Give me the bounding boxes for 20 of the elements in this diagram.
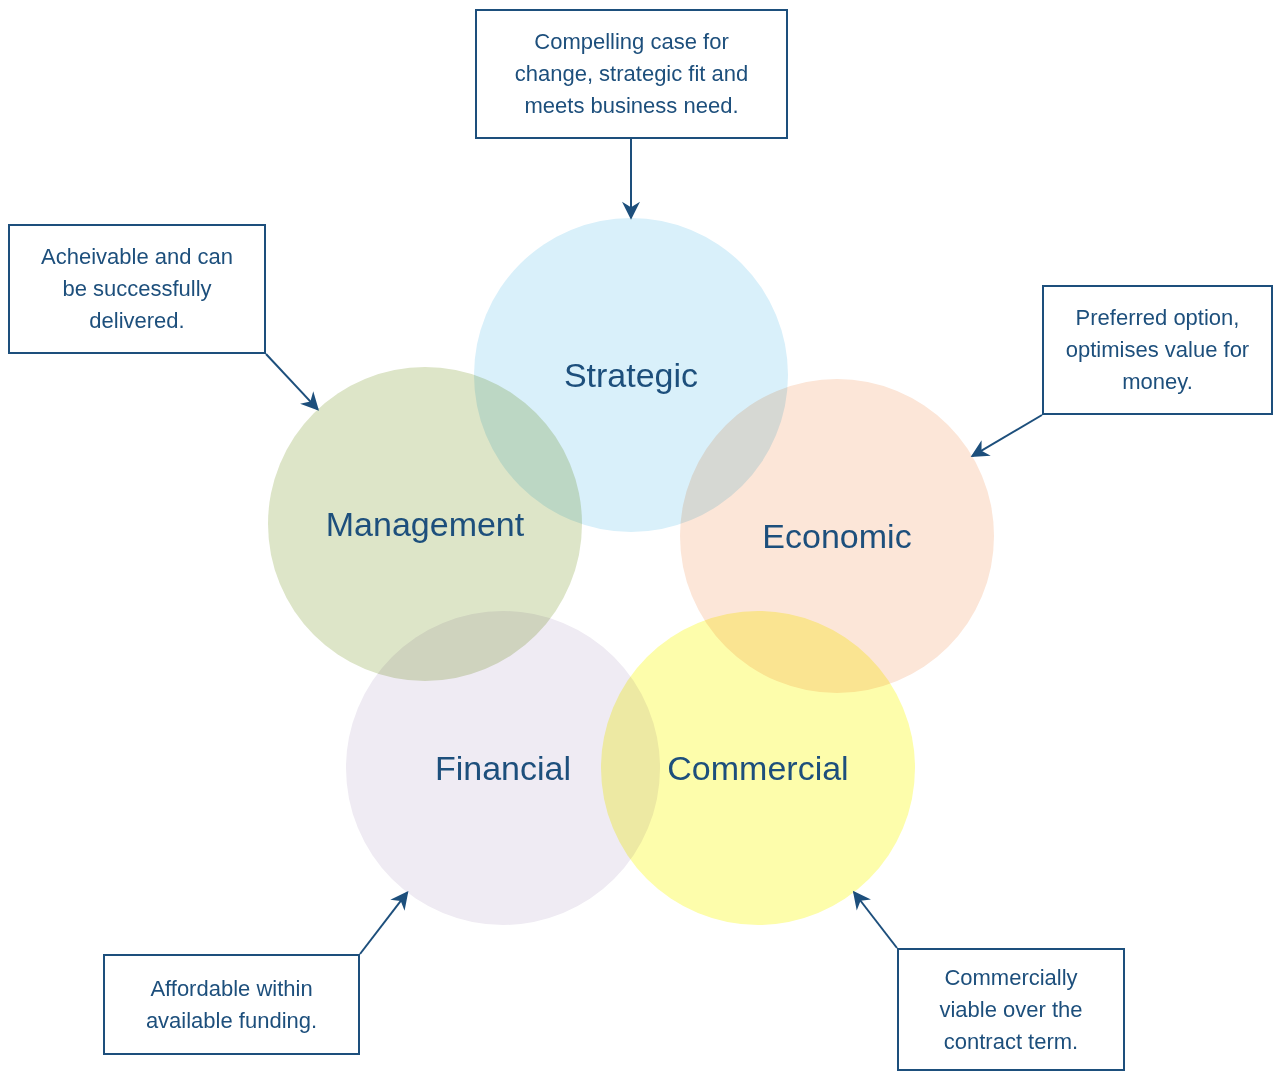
arrow (970, 414, 1043, 458)
arrow (852, 890, 898, 949)
circle-label: Financial (434, 748, 572, 788)
callout-text: Preferred option, optimises value for money. (1064, 304, 1251, 396)
circle-label: Economic (762, 516, 912, 556)
arrow (622, 138, 640, 220)
callout-text: Compelling case for change, strategic fit and meets business need. (513, 28, 750, 120)
arrow (265, 353, 319, 411)
callout-box (8, 224, 266, 354)
callout-box (897, 948, 1125, 1071)
circle-label: Strategic (563, 355, 699, 395)
callout-text: Affordable within available funding. (144, 974, 319, 1035)
circle-label: Management (325, 504, 525, 544)
circle-label: Commercial (667, 748, 849, 788)
callout-box (103, 954, 360, 1055)
callout-box (1042, 285, 1273, 415)
callout-text: Acheivable and can be successfully delivered. (40, 243, 234, 335)
callout-text: Commercially viable over the contract term. (938, 963, 1084, 1056)
arrow (359, 891, 409, 955)
callout-box (475, 9, 788, 139)
